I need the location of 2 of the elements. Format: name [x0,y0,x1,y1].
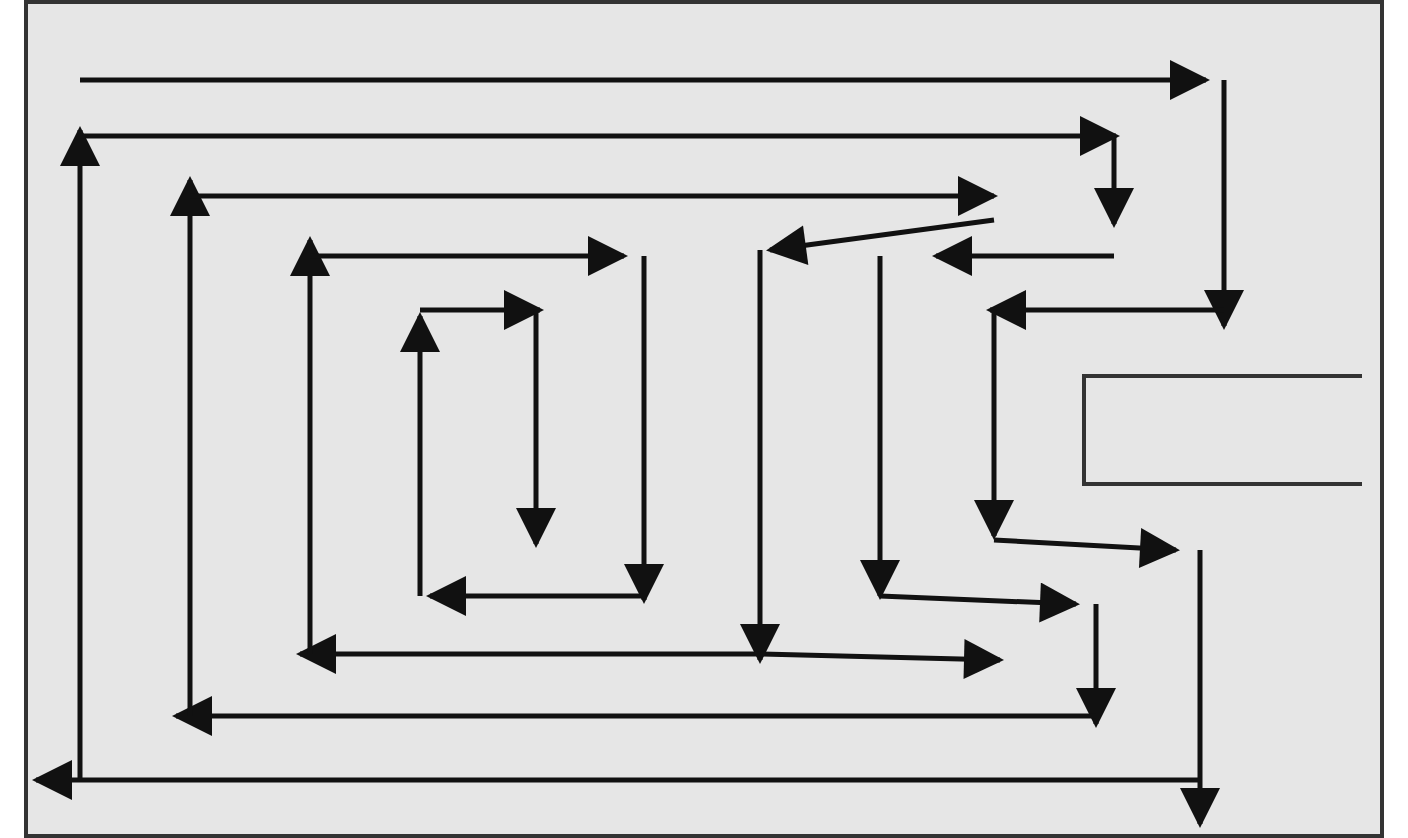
frame-outline [24,0,1384,838]
slot-outline [1082,374,1362,486]
